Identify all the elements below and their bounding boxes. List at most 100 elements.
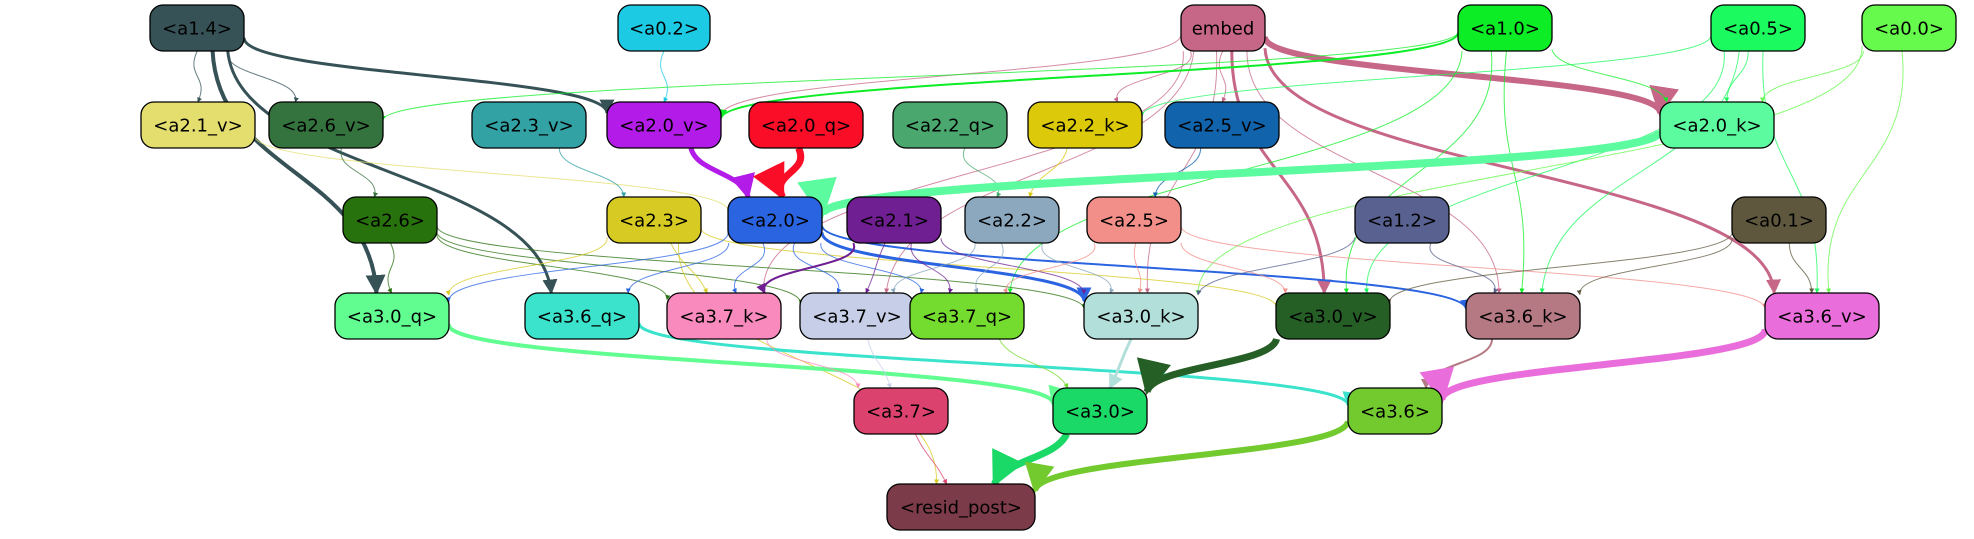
node-a0-5[interactable]: <a0.5> [1710,4,1806,52]
node-a3-0[interactable]: <a3.0> [1052,387,1148,435]
node-a3-0-k[interactable]: <a3.0_k> [1083,292,1199,340]
edge-embed-to-a3_6_v [1263,48,1781,295]
edge-a3_0-to-resid_post [991,432,1070,488]
node-resid-post[interactable]: <resid_post> [886,483,1036,531]
node-box [909,292,1025,340]
node-a2-3[interactable]: <a2.3> [606,196,702,244]
node-box [892,101,1008,149]
edge-a0_5-to-a2_0_k [1724,50,1749,103]
node-label: <a3.0_q> [347,307,437,328]
edge-a2_6-to-a3_0_q [387,242,395,294]
node-a2-1-v[interactable]: <a2.1_v> [140,101,256,149]
node-label: <a3.7_k> [679,307,768,328]
edge-a2_5-to-a3_6_v [1180,226,1767,309]
node-a2-2-q[interactable]: <a2.2_q> [892,101,1008,149]
node-box [1354,196,1450,244]
edge-a2_1_v-to-a2_0 [254,134,732,213]
node-a2-3-v[interactable]: <a2.3_v> [471,101,587,149]
node-box [1465,292,1581,340]
node-a3-6-q[interactable]: <a3.6_q> [524,292,640,340]
edge-a2_1-to-a3_7_k [756,242,855,294]
node-a1-2[interactable]: <a1.2> [1354,196,1450,244]
edge-a1_0-to-a3_0_v [1343,50,1493,294]
node-a2-0-v[interactable]: <a2.0_v> [606,101,722,149]
node-a3-0-v[interactable]: <a3.0_v> [1275,292,1391,340]
node-label: <a2.2_k> [1040,116,1129,137]
edge-a1_4-to-a2_1_v [193,50,202,103]
node-label: <a2.0> [740,211,810,232]
node-label: <a2.5_v> [1177,116,1266,137]
edge-embed-to-a3_0_k [1144,50,1218,294]
node-box [342,196,438,244]
node-box [748,101,864,149]
node-label: <a2.3_v> [484,116,573,137]
node-label: <a0.1> [1744,211,1814,232]
edge-a3_0_v-to-a3_0 [1137,337,1280,396]
edge-embed-to-a3_7_v [884,50,1195,294]
node-box [964,196,1060,244]
edge-embed-to-a2_5_v [1218,50,1227,103]
node-box [471,101,587,149]
edge-a1_0-to-a2_0_k [1551,49,1669,103]
node-a2-6[interactable]: <a2.6> [342,196,438,244]
node-label: <a2.5> [1099,211,1169,232]
edge-a0_5-to-a3_6_v [1762,50,1820,294]
node-a3-7-q[interactable]: <a3.7_q> [909,292,1025,340]
node-a2-6-v[interactable]: <a2.6_v> [268,101,384,149]
edge-a3_0_k-to-a3_0 [1108,338,1133,390]
node-box [727,196,823,244]
node-label: <a3.0_v> [1288,307,1377,328]
node-box [606,196,702,244]
node-label: <a0.2> [629,19,699,40]
node-a2-0-q[interactable]: <a2.0_q> [748,101,864,149]
node-a3-0-q[interactable]: <a3.0_q> [334,292,450,340]
edge-embed-to-a2_2_k [1113,50,1192,103]
node-box [666,292,782,340]
edge-a3_7-to-resid_post [914,433,948,485]
node-a2-2-k[interactable]: <a2.2_k> [1027,101,1143,149]
edge-a2_0-to-a3_0_k [820,231,1092,303]
node-box [1164,101,1280,149]
edge-a3_7_v-to-a3_7 [867,338,892,389]
node-a1-4[interactable]: <a1.4> [149,4,245,52]
node-a3-6-k[interactable]: <a3.6_k> [1465,292,1581,340]
edge-embed-to-a3_6_k [1246,50,1502,294]
edge-a2_6-to-a3_7_k [436,233,671,301]
node-a0-2[interactable]: <a0.2> [617,4,711,52]
node-a2-0[interactable]: <a2.0> [727,196,823,244]
node-embed[interactable]: embed [1180,4,1266,52]
node-label: <a2.0_v> [619,116,708,137]
node-label: <a2.6> [355,211,425,232]
node-label: <a2.1_v> [153,116,242,137]
node-a3-6-v[interactable]: <a3.6_v> [1764,292,1880,340]
nodes-layer: <a1.4> <a0.2> embed <a1.0> <a0.5> <a0.0> <a2.1… [140,4,1957,531]
edge-a1_2-to-a3_6_k [1429,242,1499,294]
node-a0-0[interactable]: <a0.0> [1861,4,1957,52]
node-a3-7-v[interactable]: <a3.7_v> [799,292,915,340]
node-a3-7[interactable]: <a3.7> [853,387,949,435]
node-a1-0[interactable]: <a1.0> [1457,4,1553,52]
node-a3-6[interactable]: <a3.6> [1347,387,1443,435]
node-a3-7-k[interactable]: <a3.7_k> [666,292,782,340]
node-a2-2[interactable]: <a2.2> [964,196,1060,244]
edge-a2_3-to-a3_0_q [445,237,608,296]
node-a2-5-v[interactable]: <a2.5_v> [1164,101,1280,149]
node-box [1275,292,1391,340]
edge-a3_0_q-to-a3_0 [447,323,1068,407]
node-a2-5[interactable]: <a2.5> [1086,196,1182,244]
node-label: <a3.6> [1360,402,1430,423]
node-label: <a2.3> [619,211,689,232]
edge-a2_5-to-a3_0_k [1133,242,1143,294]
node-a0-1[interactable]: <a0.1> [1731,196,1827,244]
node-a2-0-k[interactable]: <a2.0_k> [1659,101,1775,149]
node-box [853,387,949,435]
node-box [149,4,245,52]
node-label: <a2.0_q> [761,116,851,137]
node-a2-1[interactable]: <a2.1> [846,196,942,244]
edge-a2_2_k-to-a2_2 [1028,147,1068,198]
edge-a2_2-to-a3_7_v [890,242,976,294]
edge-a0_1-to-a3_0_v [1386,229,1733,305]
node-box [1731,196,1827,244]
node-label: <a3.7_q> [922,307,1012,328]
